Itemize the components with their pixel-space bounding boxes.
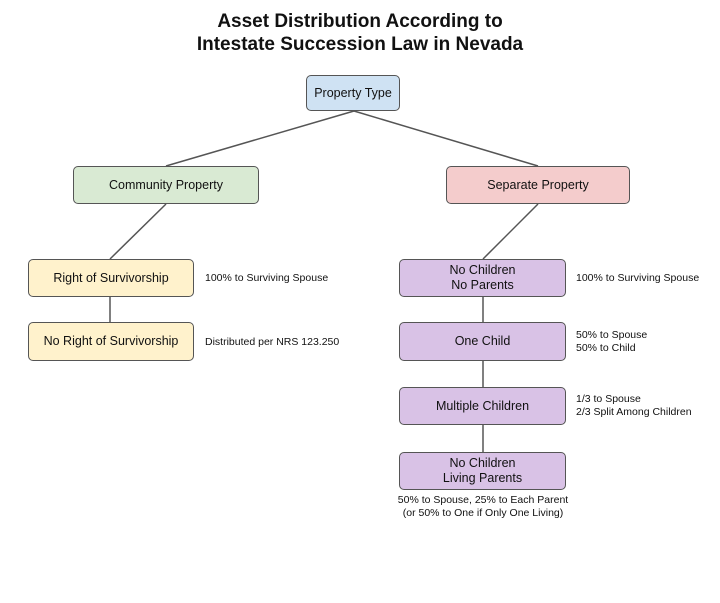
no-children-no-parents-line-2: No Parents [451,278,514,292]
no-right-of-survivorship-label: No Right of Survivorship [43,334,179,348]
link-root-separate [353,110,539,167]
no-children-living-parents-node: No Children Living Parents [399,452,566,490]
no-children-living-parents-note-line-1: 50% to Spouse, 25% to Each Parent [397,494,569,506]
no-right-of-survivorship-note-text: Distributed per NRS 123.250 [205,336,340,348]
property-type-label: Property Type [314,85,392,100]
multiple-children-label: Multiple Children [435,398,530,413]
right-of-survivorship-node: Right of Survivorship [28,259,194,297]
community-property-label: Community Property [109,177,223,192]
link-root-community [165,110,355,167]
no-children-no-parents-node: No Children No Parents [399,259,566,297]
community-property-node: Community Property [73,166,259,204]
one-child-label: One Child [454,334,511,348]
no-children-no-parents-note-text: 100% to Surviving Spouse [576,272,700,284]
multiple-children-note-line-1: 1/3 to Spouse [576,393,641,405]
multiple-children-note-line-2: 2/3 Split Among Children [576,406,692,418]
right-of-survivorship-note-text: 100% to Surviving Spouse [205,272,329,284]
separate-property-label: Separate Property [487,177,589,192]
link-separate-nochildren [482,203,539,260]
no-children-living-parents-line-1: No Children [449,456,516,470]
right-of-survivorship-note: 100% to Surviving Spouse [205,272,328,285]
title-line-1: Asset Distribution According to [217,11,503,32]
multiple-children-node: Multiple Children [399,387,566,425]
no-children-living-parents-note: 50% to Spouse, 25% to Each Parent (or 50… [382,494,584,520]
link-community-right [109,203,167,260]
no-children-living-parents-note-line-2: (or 50% to One if Only One Living) [402,507,564,519]
right-of-survivorship-label: Right of Survivorship [53,270,169,285]
diagram-title: Asset Distribution According to Intestat… [0,10,720,56]
one-child-note-line-2: 50% to Child [576,342,636,354]
property-type-node: Property Type [306,75,400,111]
title-line-2: Intestate Succession Law in Nevada [196,34,524,55]
one-child-node: One Child [399,322,566,361]
no-children-no-parents-line-1: No Children [449,263,516,277]
one-child-note-line-1: 50% to Spouse [576,329,648,341]
one-child-note: 50% to Spouse 50% to Child [576,329,647,355]
multiple-children-note: 1/3 to Spouse 2/3 Split Among Children [576,393,692,419]
no-right-of-survivorship-note: Distributed per NRS 123.250 [205,336,339,349]
no-children-no-parents-note: 100% to Surviving Spouse [576,272,699,285]
no-children-living-parents-line-2: Living Parents [442,471,523,485]
no-right-of-survivorship-node: No Right of Survivorship [28,322,194,361]
separate-property-node: Separate Property [446,166,630,204]
